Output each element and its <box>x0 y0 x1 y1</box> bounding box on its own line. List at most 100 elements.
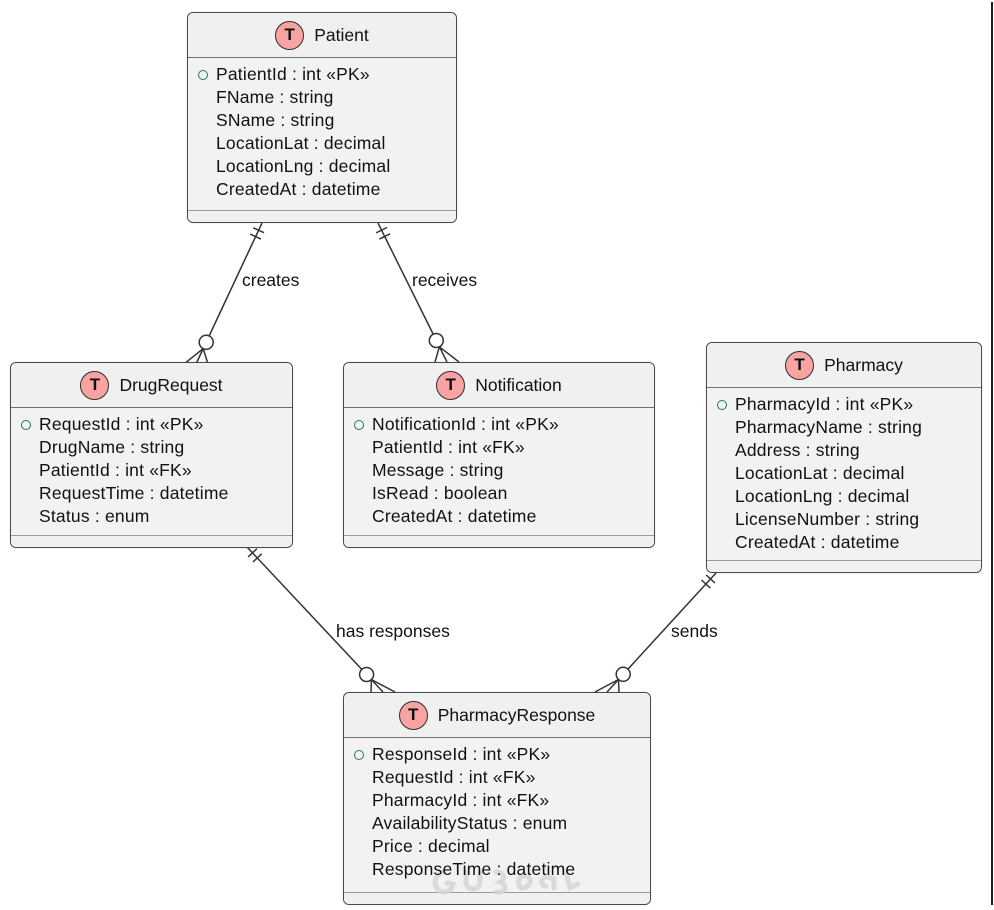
pk-bullet-icon <box>354 419 364 430</box>
crow-foot-icon <box>434 346 441 363</box>
field-text: LicenseNumber : string <box>735 509 920 529</box>
field-row: LocationLng : decimal <box>717 485 971 508</box>
bullet-spacer <box>717 492 727 502</box>
field-text: LocationLat : decimal <box>216 133 386 153</box>
bullet-spacer <box>21 489 31 499</box>
watermark <box>432 869 581 895</box>
bullet-spacer <box>198 116 208 126</box>
field-row: RequestId : int «FK» <box>354 766 640 789</box>
relationship-has-responses <box>246 546 396 693</box>
zero-or-many-icon <box>358 666 375 683</box>
field-text: AvailabilityStatus : enum <box>372 813 568 833</box>
entity-patient-header: T Patient <box>188 13 456 58</box>
bullet-spacer <box>354 819 364 829</box>
bullet-spacer <box>354 773 364 783</box>
field-row: CreatedAt : datetime <box>354 505 644 528</box>
entity-notification-fields: NotificationId : int «PK»PatientId : int… <box>344 408 654 535</box>
field-text: DrugName : string <box>39 437 185 457</box>
exactly-one-icon <box>705 574 716 584</box>
bullet-spacer <box>21 466 31 476</box>
field-text: Price : decimal <box>372 836 490 856</box>
bullet-spacer <box>354 443 364 453</box>
entity-footer <box>11 535 292 547</box>
bullet-spacer <box>717 469 727 479</box>
field-text: PharmacyId : int «PK» <box>735 394 914 414</box>
zero-or-many-icon <box>428 332 445 349</box>
field-text: LocationLng : decimal <box>735 486 910 506</box>
crow-foot-icon <box>202 348 209 365</box>
field-text: CreatedAt : datetime <box>216 179 381 199</box>
field-text: Status : enum <box>39 506 150 526</box>
exactly-one-icon <box>700 579 711 589</box>
field-row: PharmacyId : int «FK» <box>354 789 640 812</box>
exactly-one-icon <box>378 233 391 240</box>
pk-bullet-icon <box>198 69 208 80</box>
relationship-creates <box>183 222 265 365</box>
field-row: RequestTime : datetime <box>21 482 282 505</box>
entity-notification: T Notification NotificationId : int «PK»… <box>343 362 655 548</box>
field-row: PatientId : int «FK» <box>354 436 644 459</box>
entity-patient: T Patient PatientId : int «PK»FName : st… <box>187 12 457 223</box>
field-text: PharmacyName : string <box>735 417 923 437</box>
field-row: Status : enum <box>21 505 282 528</box>
field-row: SName : string <box>198 109 446 132</box>
edge-label-sends: sends <box>671 621 718 641</box>
field-row: LocationLng : decimal <box>198 155 446 178</box>
exactly-one-icon <box>249 233 262 240</box>
crow-foot-icon <box>183 348 204 365</box>
bullet-spacer <box>354 512 364 522</box>
edge-label-has-responses: has responses <box>336 621 450 641</box>
entity-drugrequest: T DrugRequest RequestId : int «PK»DrugNa… <box>10 362 293 548</box>
field-row: LocationLat : decimal <box>198 132 446 155</box>
entity-pharmacy-header: T Pharmacy <box>707 343 981 388</box>
field-text: ResponseId : int «PK» <box>372 744 551 764</box>
field-row: PatientId : int «FK» <box>21 459 282 482</box>
bullet-spacer <box>354 796 364 806</box>
exactly-one-icon <box>252 553 263 563</box>
bullet-spacer <box>717 446 727 456</box>
entity-footer <box>188 210 456 222</box>
edge-label-receives: receives <box>412 270 478 290</box>
field-row: LicenseNumber : string <box>717 508 971 531</box>
zero-or-many-icon <box>615 666 631 683</box>
field-text: PatientId : int «FK» <box>39 460 192 480</box>
field-text: LocationLat : decimal <box>735 463 905 483</box>
entity-pharmacyresponse: T PharmacyResponse ResponseId : int «PK»… <box>343 692 651 905</box>
field-text: Address : string <box>735 440 860 460</box>
bullet-spacer <box>354 842 364 852</box>
bullet-spacer <box>717 515 727 525</box>
field-row: PharmacyName : string <box>717 416 971 439</box>
exactly-one-icon <box>252 227 265 234</box>
entity-footer <box>344 535 654 547</box>
field-row: AvailabilityStatus : enum <box>354 812 640 835</box>
field-row: CreatedAt : datetime <box>717 531 971 554</box>
field-row: IsRead : boolean <box>354 482 644 505</box>
entity-pharmacy: T Pharmacy PharmacyId : int «PK»Pharmacy… <box>706 342 982 573</box>
field-row: PharmacyId : int «PK» <box>717 393 971 416</box>
entity-notification-header: T Notification <box>344 363 654 408</box>
pk-bullet-icon <box>21 419 31 430</box>
field-text: SName : string <box>216 110 335 130</box>
entity-title: Pharmacy <box>824 354 903 375</box>
bullet-spacer <box>21 512 31 522</box>
table-badge-icon: T <box>398 700 428 730</box>
bullet-spacer <box>354 466 364 476</box>
bullet-spacer <box>354 489 364 499</box>
relationship-receives <box>375 222 460 363</box>
field-text: PharmacyId : int «FK» <box>372 790 550 810</box>
crow-foot-icon <box>371 678 396 693</box>
table-badge-icon: T <box>785 350 815 380</box>
field-row: Price : decimal <box>354 835 640 858</box>
field-row: NotificationId : int «PK» <box>354 413 644 436</box>
pk-bullet-icon <box>354 749 364 760</box>
field-row: ResponseTime : datetime <box>354 858 640 881</box>
entity-title: Patient <box>314 24 369 45</box>
bullet-spacer <box>198 139 208 149</box>
pk-bullet-icon <box>717 399 727 410</box>
bullet-spacer <box>354 865 364 875</box>
entity-pharmacy-fields: PharmacyId : int «PK» PharmacyName : stri… <box>707 388 981 560</box>
field-row: Message : string <box>354 459 644 482</box>
